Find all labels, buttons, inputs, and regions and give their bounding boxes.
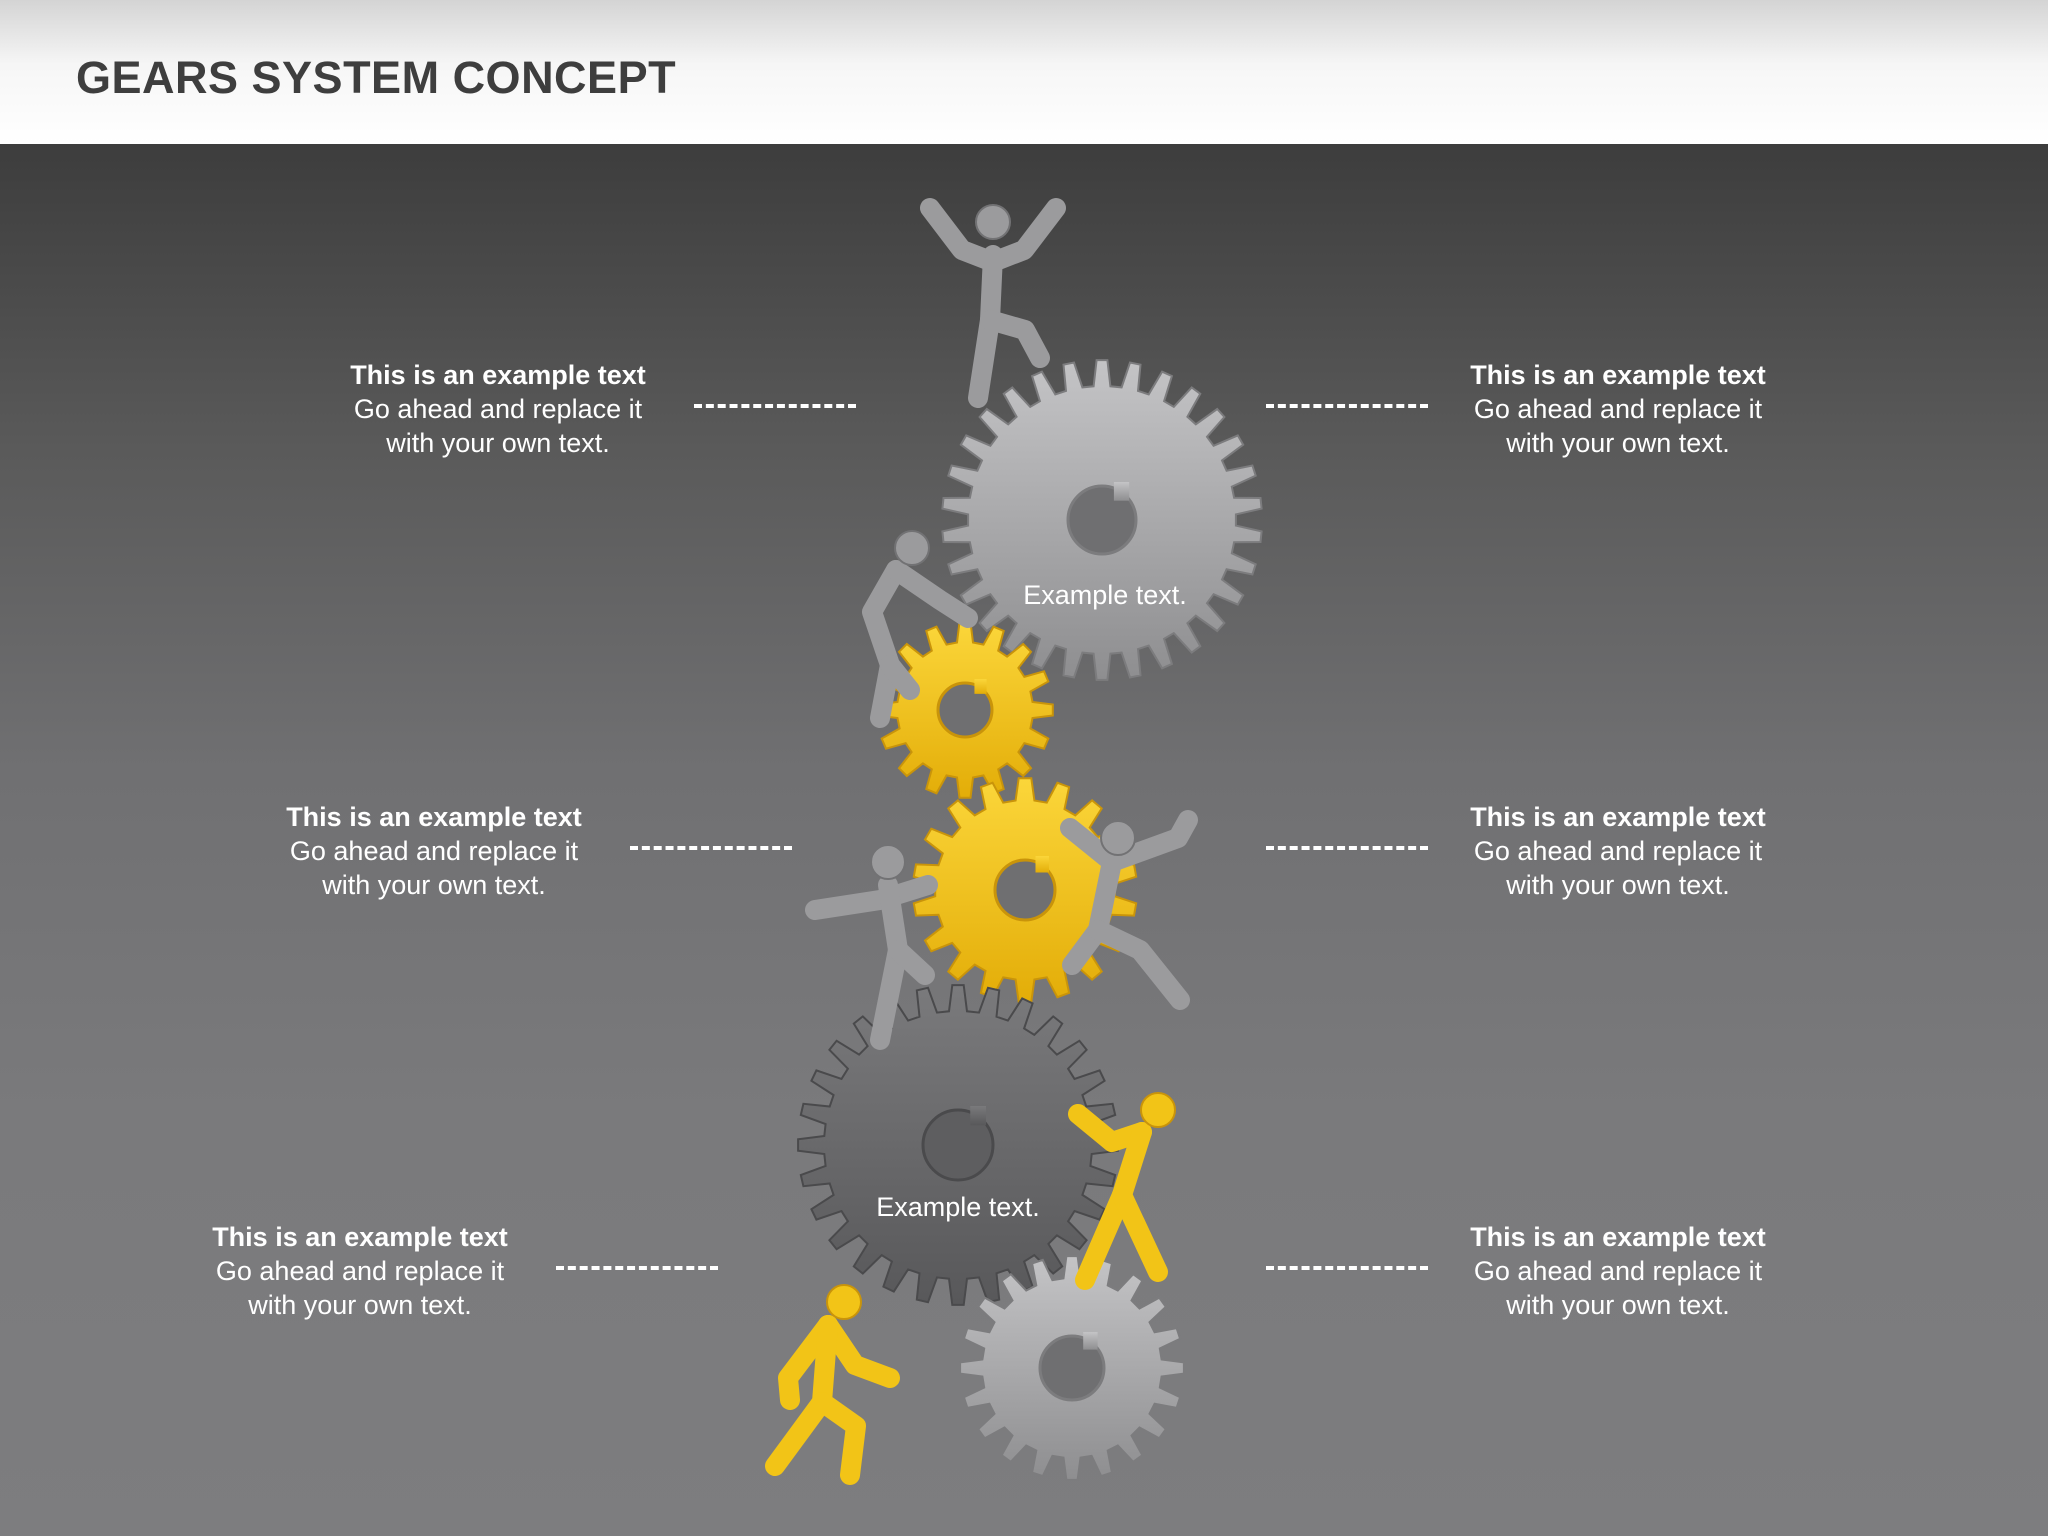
dark-gray-gear-hole <box>921 1108 995 1182</box>
small-gray-gear-bottom <box>959 1255 1185 1481</box>
small-gray-gear-bottom-keyway <box>1083 1332 1098 1350</box>
connector-right-1 <box>1266 404 1428 408</box>
callout-title: This is an example text <box>1470 802 1766 832</box>
callout-left-2: This is an example text Go ahead and rep… <box>264 800 604 902</box>
large-gray-gear-keyway <box>1113 482 1130 501</box>
callout-line: Go ahead and replace it <box>353 394 643 424</box>
figure-yellow-walking <box>765 1284 900 1485</box>
figure-yellow-pushing <box>1068 1092 1176 1290</box>
slide-title: GEARS SYSTEM CONCEPT <box>76 52 677 103</box>
dark-gray-gear-keyway <box>970 1106 986 1126</box>
middle-yellow-gear-hole <box>993 858 1057 922</box>
small-gray-gear-bottom-hole <box>1038 1334 1106 1402</box>
small-yellow-gear-top-keyway <box>974 679 987 694</box>
figure-climbing <box>862 530 978 728</box>
callout-right-2: This is an example text Go ahead and rep… <box>1448 800 1788 902</box>
callout-title: This is an example text <box>212 1222 508 1252</box>
callout-right-1: This is an example text Go ahead and rep… <box>1448 358 1788 460</box>
large-gray-gear <box>941 359 1263 681</box>
connector-right-2 <box>1266 846 1428 850</box>
connector-left-3 <box>556 1266 718 1270</box>
gear-label-top: Example text. <box>1023 580 1187 610</box>
callout-line: with your own text. <box>1506 870 1730 900</box>
callout-line: with your own text. <box>248 1290 472 1320</box>
callout-left-3: This is an example text Go ahead and rep… <box>190 1220 530 1322</box>
callout-line: with your own text. <box>322 870 546 900</box>
figure-pushing-left <box>805 844 938 1050</box>
callout-line: Go ahead and replace it <box>215 1256 505 1286</box>
callout-left-1: This is an example text Go ahead and rep… <box>328 358 668 460</box>
middle-yellow-gear-keyway <box>1035 856 1049 873</box>
callout-line: Go ahead and replace it <box>1473 1256 1763 1286</box>
callout-title: This is an example text <box>1470 360 1766 390</box>
figure-pushing-right <box>1060 810 1198 1010</box>
callout-title: This is an example text <box>1470 1222 1766 1252</box>
connector-left-1 <box>694 404 856 408</box>
connector-left-2 <box>630 846 792 850</box>
small-yellow-gear-top-hole <box>936 681 994 739</box>
figure-layer <box>765 198 1198 1485</box>
large-gray-gear-hole <box>1066 484 1138 556</box>
callout-line: Go ahead and replace it <box>1473 836 1763 866</box>
callout-right-3: This is an example text Go ahead and rep… <box>1448 1220 1788 1322</box>
gear-layer <box>797 359 1263 1481</box>
gear-label-bottom: Example text. <box>876 1192 1040 1222</box>
header-bar: GEARS SYSTEM CONCEPT <box>0 0 2048 144</box>
callout-title: This is an example text <box>350 360 646 390</box>
dark-gray-gear <box>797 984 1119 1306</box>
connector-right-3 <box>1266 1266 1428 1270</box>
figure-arms-up <box>920 198 1066 408</box>
callout-line: Go ahead and replace it <box>1473 394 1763 424</box>
callout-title: This is an example text <box>286 802 582 832</box>
small-yellow-gear-top <box>876 621 1054 799</box>
callout-line: with your own text. <box>1506 428 1730 458</box>
callout-line: with your own text. <box>1506 1290 1730 1320</box>
callout-line: Go ahead and replace it <box>289 836 579 866</box>
callout-line: with your own text. <box>386 428 610 458</box>
